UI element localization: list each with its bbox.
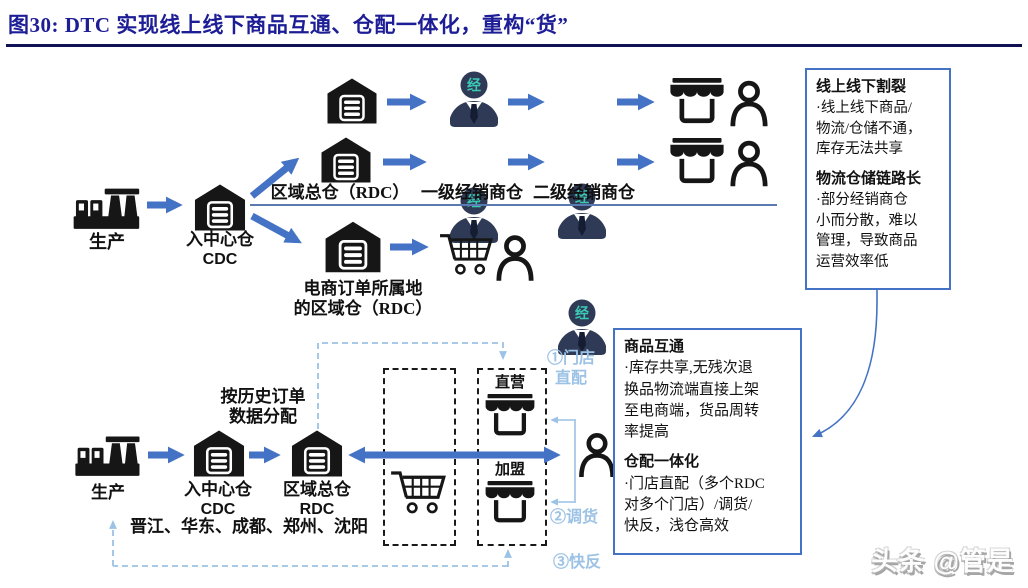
storefront-icon bbox=[483, 394, 537, 438]
producer-label: 生产 bbox=[91, 483, 125, 502]
consumer-icon bbox=[578, 433, 616, 477]
issue-box: 线上线下割裂 ·线上线下商品/ 物流/仓储不通， 库存无法共享 物流仓储链路长 … bbox=[805, 68, 951, 290]
title-underline bbox=[6, 44, 1022, 47]
benefit-text-1: ·库存共享,无残次退 换品物流端直接上架 至电商端，货品周转 率提高 bbox=[624, 360, 760, 441]
cdc-code: CDC bbox=[200, 501, 236, 518]
storefront-icon bbox=[667, 78, 727, 126]
dealer-badge: 经 bbox=[575, 305, 589, 321]
store-franchise-label: 加盟 bbox=[494, 462, 525, 478]
benefit-heading-2: 仓配一体化 bbox=[624, 454, 700, 471]
benefit-heading-1: 商品互通 bbox=[624, 339, 685, 355]
cdc-warehouse-icon bbox=[193, 430, 245, 477]
rdc-warehouse-icon bbox=[291, 430, 343, 477]
figure-title: 图30: DTC 实现线上线下商品互通、仓配一体化，重构“货” bbox=[8, 13, 569, 37]
dealer-badge: 经 bbox=[467, 77, 481, 93]
route-quick-response-label: ③快反 bbox=[553, 554, 602, 571]
issue-heading-2: 物流仓储链路长 bbox=[816, 171, 922, 188]
issue-text-1: ·线上线下商品/ 物流/仓储不通， 库存无法共享 bbox=[816, 100, 922, 158]
tier1-label: 一级经销商仓 bbox=[421, 183, 523, 202]
benefit-text-2: ·门店直配（多个RDC 对多个门店）/调货/ 快反，浅仓高效 bbox=[624, 475, 765, 535]
cdc-label: 入中心仓 bbox=[186, 230, 254, 249]
dealer-badge: 经 bbox=[575, 189, 589, 205]
factory-icon bbox=[70, 184, 144, 230]
issue-heading-1: 线上线下割裂 bbox=[816, 79, 907, 95]
issue-to-benefit-connector bbox=[811, 289, 878, 438]
route-store-direct-label: ①门店 直配 bbox=[546, 350, 595, 387]
cdc-warehouse-icon bbox=[194, 184, 246, 231]
route-transfer-label: ②调货 bbox=[550, 509, 599, 526]
tier2-label: 二级经销商仓 bbox=[533, 183, 635, 202]
customer-icon bbox=[730, 80, 768, 127]
watermark: 头条 @管是 bbox=[871, 546, 1014, 576]
tier2-dealer-icon: 经 bbox=[556, 183, 608, 239]
cdc-label: 入中心仓 bbox=[184, 480, 252, 499]
rdc-warehouse-icon bbox=[319, 137, 373, 183]
producer-label: 生产 bbox=[89, 232, 125, 252]
rdc-label: 区域总仓 bbox=[283, 480, 351, 499]
cart-icon bbox=[438, 228, 494, 280]
factory-icon bbox=[72, 432, 144, 477]
rdc-code: RDC bbox=[299, 501, 335, 518]
allocation-note: 按历史订单 数据分配 bbox=[220, 387, 306, 427]
customer-icon bbox=[730, 140, 768, 187]
transfer-bracket bbox=[550, 416, 576, 506]
storefront-icon bbox=[483, 481, 537, 525]
tier2-dealer-icon: 经 bbox=[556, 299, 608, 355]
store-direct-label: 直营 bbox=[494, 375, 525, 391]
rdc-cities: 晋江、华东、成都、郑州、沈阳 bbox=[130, 517, 368, 536]
issue-text-2: ·部分经销商仓 小而分散，难以 管理，导致商品 运营效率低 bbox=[816, 192, 918, 271]
customer-icon bbox=[496, 234, 534, 282]
benefit-box: 商品互通 ·库存共享,无残次退 换品物流端直接上架 至电商端，货品周转 率提高 … bbox=[613, 328, 802, 555]
ecom-warehouse-icon bbox=[325, 221, 381, 273]
rdc-label: 区域总仓（RDC） bbox=[270, 183, 410, 202]
tier1-dealer-icon: 经 bbox=[448, 71, 500, 127]
cdc-code: CDC bbox=[202, 251, 238, 268]
ecom-warehouse-label: 电商订单所属地 的区域仓（RDC） bbox=[293, 279, 433, 319]
storefront-icon bbox=[667, 138, 727, 186]
cart-icon bbox=[389, 464, 447, 520]
rdc-warehouse-icon bbox=[325, 78, 379, 124]
